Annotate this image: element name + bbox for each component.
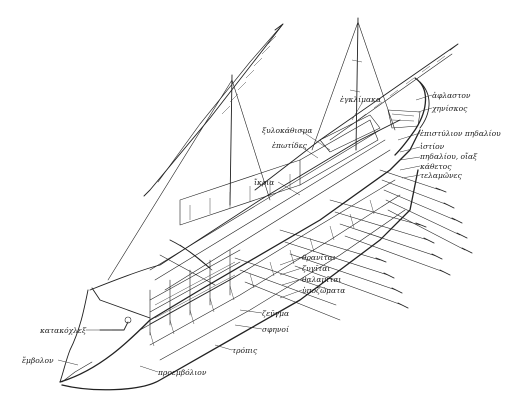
- label-zeugma: ζεῦγμα: [262, 309, 289, 318]
- label-proembolion: προεμβόλιον: [157, 368, 207, 377]
- label-embolon: ἔμβολον: [22, 356, 54, 365]
- label-tropis: τρόπις: [232, 346, 258, 355]
- label-ikria: ἴκρια: [254, 178, 274, 187]
- stern-ornament: [387, 77, 430, 156]
- mainsail-yard: [254, 43, 459, 191]
- label-kheniskos: χηνίσκος: [431, 104, 468, 113]
- label-histion: ἱστίον: [420, 142, 445, 151]
- label-enkleima: ἐγκλίμακα: [340, 95, 381, 104]
- label-oiax: πηδαλίου, οἴαξ: [419, 152, 478, 161]
- label-hypozoma: ὑποζώματα: [302, 286, 345, 295]
- mainmast: [311, 17, 396, 151]
- label-thranos: ξυλοκάθισμα: [262, 126, 312, 135]
- label-thalamitai: θαλαμῖται: [302, 275, 341, 284]
- foremast: [107, 74, 271, 281]
- label-telamones: τελαμῶνες: [420, 171, 463, 180]
- label-sphenoi: σφηνοί: [262, 325, 290, 334]
- foresail-yard: [143, 23, 284, 197]
- leader-lines: [57, 94, 433, 373]
- label-kathetes: κάθετος: [419, 162, 452, 171]
- labels: ἀφλαστον χηνίσκος ἐγκλίμακα ξυλοκάθισμα …: [22, 91, 501, 377]
- label-katakoxon: κατακόχλεξ: [39, 326, 87, 335]
- label-zygitai: ζυγῖται: [302, 264, 330, 273]
- label-thraniti: θρανῖται: [302, 253, 336, 262]
- cutaway-frames: [149, 114, 381, 336]
- label-akrostolion: ἀφλαστον: [432, 91, 471, 100]
- hull: [59, 119, 421, 391]
- label-epistylion: ἐπιστύλιον πηδαλίου: [420, 129, 501, 138]
- label-epotis: ἐπωτίδες: [272, 141, 308, 150]
